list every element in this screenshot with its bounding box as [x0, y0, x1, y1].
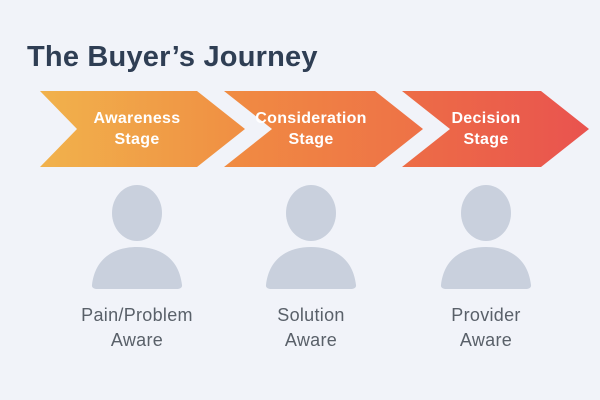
persona-label-line: Provider: [451, 305, 521, 325]
page-title: The Buyer’s Journey: [27, 41, 318, 73]
persona-label-line: Aware: [459, 330, 513, 350]
decision-persona-label: Provider Aware: [386, 303, 586, 353]
persona-label-line: Solution: [277, 305, 345, 325]
stage-label-line: Stage: [463, 131, 509, 148]
consideration-stage-label: Consideration Stage: [221, 108, 401, 150]
awareness-stage-arrow: [40, 91, 245, 167]
persona-label-line: Aware: [284, 330, 338, 350]
person-silhouette-icon: [91, 185, 183, 289]
stage-label-line: Decision: [451, 110, 521, 127]
stage-label-line: Consideration: [255, 110, 367, 127]
stage-label-line: Stage: [114, 131, 160, 148]
person-silhouette-icon: [440, 185, 532, 289]
stage-label-line: Awareness: [93, 110, 181, 127]
stage-label-line: Stage: [288, 131, 334, 148]
persona-label-line: Aware: [110, 330, 164, 350]
consideration-stage-arrow: [224, 91, 423, 167]
consideration-persona-label: Solution Aware: [211, 303, 411, 353]
awareness-stage-label: Awareness Stage: [47, 108, 227, 150]
awareness-persona-label: Pain/Problem Aware: [37, 303, 237, 353]
persona-label-line: Pain/Problem: [81, 305, 193, 325]
journey-arrows: [40, 91, 589, 167]
person-silhouette-icon: [265, 185, 357, 289]
decision-stage-label: Decision Stage: [396, 108, 576, 150]
decision-stage-arrow: [402, 91, 589, 167]
